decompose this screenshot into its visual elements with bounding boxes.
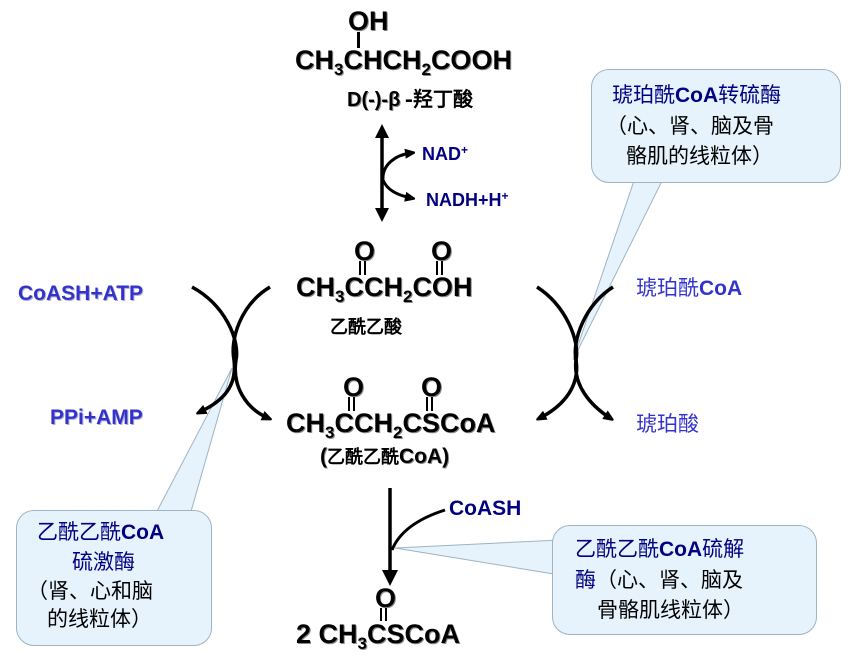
callout-title-line-2: 酶（心、肾、脑及 (567, 565, 816, 595)
callout-title-suffix: 酶 (575, 568, 596, 592)
callout-location-text: （心、肾、脑及 (596, 568, 743, 592)
callout-location-line: （肾、心和脑 (27, 579, 153, 603)
acetoacetate-carbonyl-2: O (431, 236, 453, 266)
hydroxyl-group: OH (348, 6, 389, 36)
succinyl-coa-label: 琥珀酰CoA (636, 276, 743, 300)
acetoacetate-name: 乙酰乙酸 (330, 317, 402, 338)
coash-curve (390, 508, 446, 551)
callout-title: 乙酰乙酰CoA (37, 520, 165, 544)
callout-acetoacetyl-coa-thiokinase: 乙酰乙酰CoA 硫激酶 （肾、心和脑 的线粒体） (16, 510, 212, 646)
callout-location-line: 骨骼肌线粒体） (597, 598, 744, 622)
left-arc-2 (200, 285, 271, 412)
callout-succinyl-coa-transferase: 琥珀酰CoA转硫酶 （心、肾、脑及骨 骼肌的线粒体） (591, 69, 841, 183)
hydroxyl-bond (357, 32, 360, 48)
coash-atp-label: CoASH+ATP (18, 282, 144, 305)
callout-acetoacetyl-coa-thiolase: 乙酰乙酰CoA硫解 酶（心、肾、脑及 骨骼肌线粒体） (552, 525, 817, 635)
acetoacetyl-coa-formula: CH3CCH2CSCoA (286, 408, 496, 442)
succinate-label: 琥珀酸 (636, 412, 699, 436)
callout-location-line: 骼肌的线粒体） (626, 144, 773, 168)
ppi-amp-label: PPi+AMP (50, 406, 143, 429)
acetyl-coa-carbonyl: O (375, 583, 397, 613)
callout-location-line: 的线粒体） (47, 607, 152, 631)
nadh-curve-arrow (381, 179, 411, 198)
arrow-head-down (375, 208, 389, 222)
nad-curve-arrow (381, 153, 411, 181)
acetoacetyl-coa-carbonyl-1: O (343, 372, 365, 402)
callout-title-line-2: 硫激酶 (72, 550, 135, 574)
acetyl-coa-formula: 2 CH3CSCoA (296, 619, 461, 653)
coash-label: CoASH (449, 497, 522, 520)
right-arc-2 (540, 285, 614, 418)
hydroxybutyrate-formula: CH3CHCH2COOH (295, 45, 512, 79)
thiolase-arrow-head (382, 570, 398, 586)
hydroxybutyrate-name: D(-)-β -羟丁酸 (347, 87, 474, 111)
acetoacetyl-coa-name: (乙酰乙酰CoA) (320, 445, 450, 468)
callout-title: 乙酰乙酰CoA硫解 (575, 537, 745, 561)
acetoacetate-carbonyl-1: O (354, 236, 376, 266)
carbonyl-double-bond (436, 261, 443, 275)
callout-title: 琥珀酰CoA转硫酶 (612, 83, 782, 107)
carbonyl-double-bond (348, 397, 355, 411)
acetoacetate-formula: CH3CCH2COH (296, 272, 473, 306)
arrow-head-up (375, 124, 389, 138)
carbonyl-double-bond (380, 608, 387, 621)
nadh-label: NADH+H+ (426, 189, 509, 210)
callout-location-line: （心、肾、脑及骨 (606, 114, 774, 138)
nad-label: NAD+ (422, 143, 469, 164)
acetoacetyl-coa-carbonyl-2: O (421, 372, 443, 402)
carbonyl-double-bond (426, 397, 433, 411)
left-arc-1 (191, 285, 268, 418)
carbonyl-double-bond (359, 261, 366, 275)
